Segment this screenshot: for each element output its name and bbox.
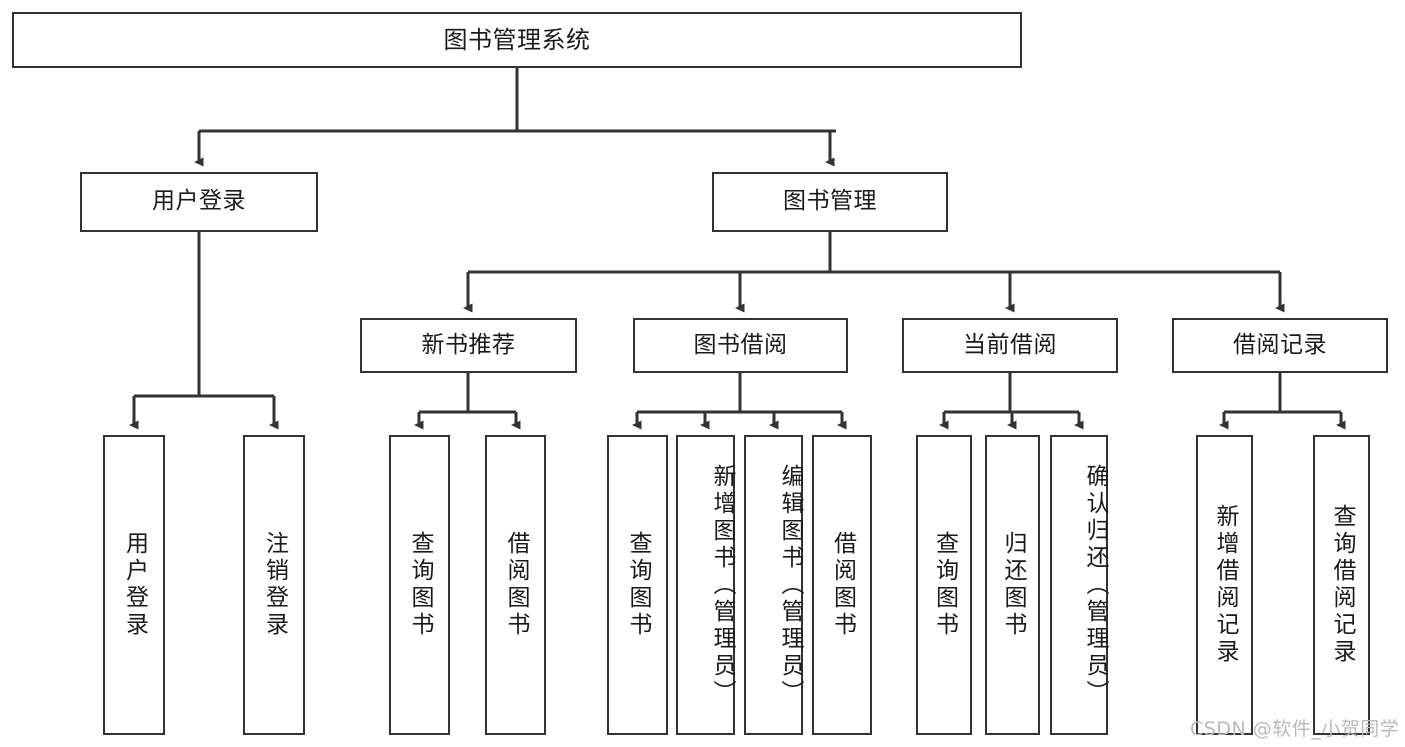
node-leaf-return-book[interactable]: 归还图书	[985, 435, 1040, 735]
node-new-book-rec[interactable]: 新书推荐	[360, 318, 577, 373]
node-leaf-add-book[interactable]: 新增图书（管理员）	[676, 435, 735, 735]
node-book-borrow[interactable]: 图书借阅	[633, 318, 848, 373]
node-leaf-borrow-book[interactable]: 借阅图书	[812, 435, 872, 735]
node-leaf-query-record[interactable]: 查询借阅记录	[1313, 435, 1370, 735]
node-borrow-record[interactable]: 借阅记录	[1172, 318, 1388, 373]
node-leaf-user-login[interactable]: 用户登录	[103, 435, 165, 735]
node-leaf-query-book[interactable]: 查询图书	[607, 435, 668, 735]
watermark: CSDN @软件_小贺同学	[1190, 718, 1400, 740]
node-leaf-add-record[interactable]: 新增借阅记录	[1196, 435, 1253, 735]
node-leaf-edit-book[interactable]: 编辑图书（管理员）	[744, 435, 803, 735]
node-leaf-confirm-return[interactable]: 确认归还（管理员）	[1050, 435, 1108, 735]
node-leaf-borrow-book-rec[interactable]: 借阅图书	[485, 435, 546, 735]
node-book-manage[interactable]: 图书管理	[712, 172, 948, 232]
node-leaf-query-book-cur[interactable]: 查询图书	[916, 435, 972, 735]
node-leaf-logout[interactable]: 注销登录	[243, 435, 305, 735]
node-user-login[interactable]: 用户登录	[80, 172, 318, 232]
node-leaf-query-book-rec[interactable]: 查询图书	[389, 435, 450, 735]
node-root[interactable]: 图书管理系统	[12, 12, 1022, 68]
node-current-borrow[interactable]: 当前借阅	[902, 318, 1118, 373]
